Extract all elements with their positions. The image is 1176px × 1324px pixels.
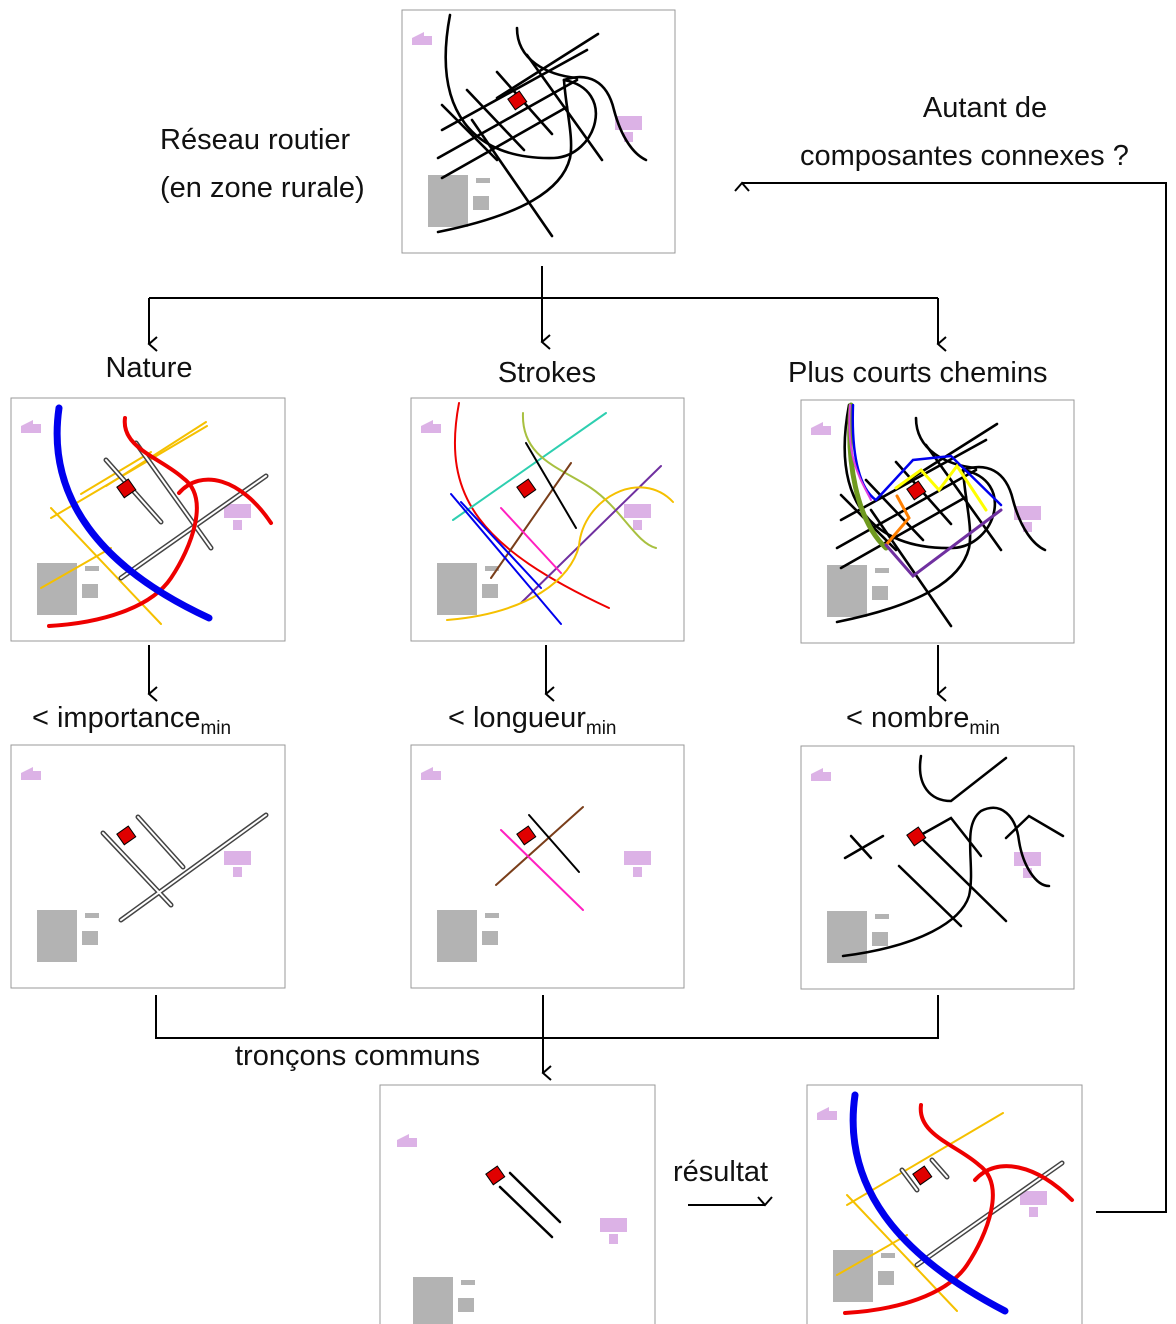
map-shortest-paths xyxy=(800,399,1075,644)
filter-longueur-subscript: min xyxy=(585,718,617,739)
source-label-line2: (en zone rurale) xyxy=(160,172,365,204)
feedback-label-line1: Autant de xyxy=(922,92,1048,124)
result-label: résultat xyxy=(673,1156,769,1188)
filter-label-importance: < importancemin xyxy=(32,702,231,738)
filter-label-nombre: < nombremin xyxy=(846,702,1000,738)
filter-longueur-text: < longueur xyxy=(448,702,586,734)
filter-nombre-text: < nombre xyxy=(846,702,970,734)
map-source-network xyxy=(401,9,676,254)
map-common-sections xyxy=(379,1084,656,1324)
map-importance-filtered xyxy=(10,744,286,989)
flow-arrows xyxy=(147,181,1167,1213)
map-strokes xyxy=(410,397,685,642)
branch-label-strokes: Strokes xyxy=(497,357,597,389)
feedback-label-line2: composantes connexes ? xyxy=(800,140,1129,172)
branch-label-nature: Nature xyxy=(105,352,193,384)
filter-nombre-subscript: min xyxy=(969,718,1000,739)
map-length-filtered xyxy=(410,744,685,989)
map-result xyxy=(806,1084,1083,1324)
branch-label-shortest-paths: Plus courts chemins xyxy=(788,357,1048,389)
map-count-filtered xyxy=(800,745,1075,990)
filter-label-longueur: < longueurmin xyxy=(448,702,617,738)
filter-importance-text: < importance xyxy=(32,702,201,734)
source-label-line1: Réseau routier xyxy=(160,124,351,156)
filter-importance-subscript: min xyxy=(200,718,232,739)
common-sections-label: tronçons communs xyxy=(235,1040,480,1072)
map-nature xyxy=(10,397,286,642)
